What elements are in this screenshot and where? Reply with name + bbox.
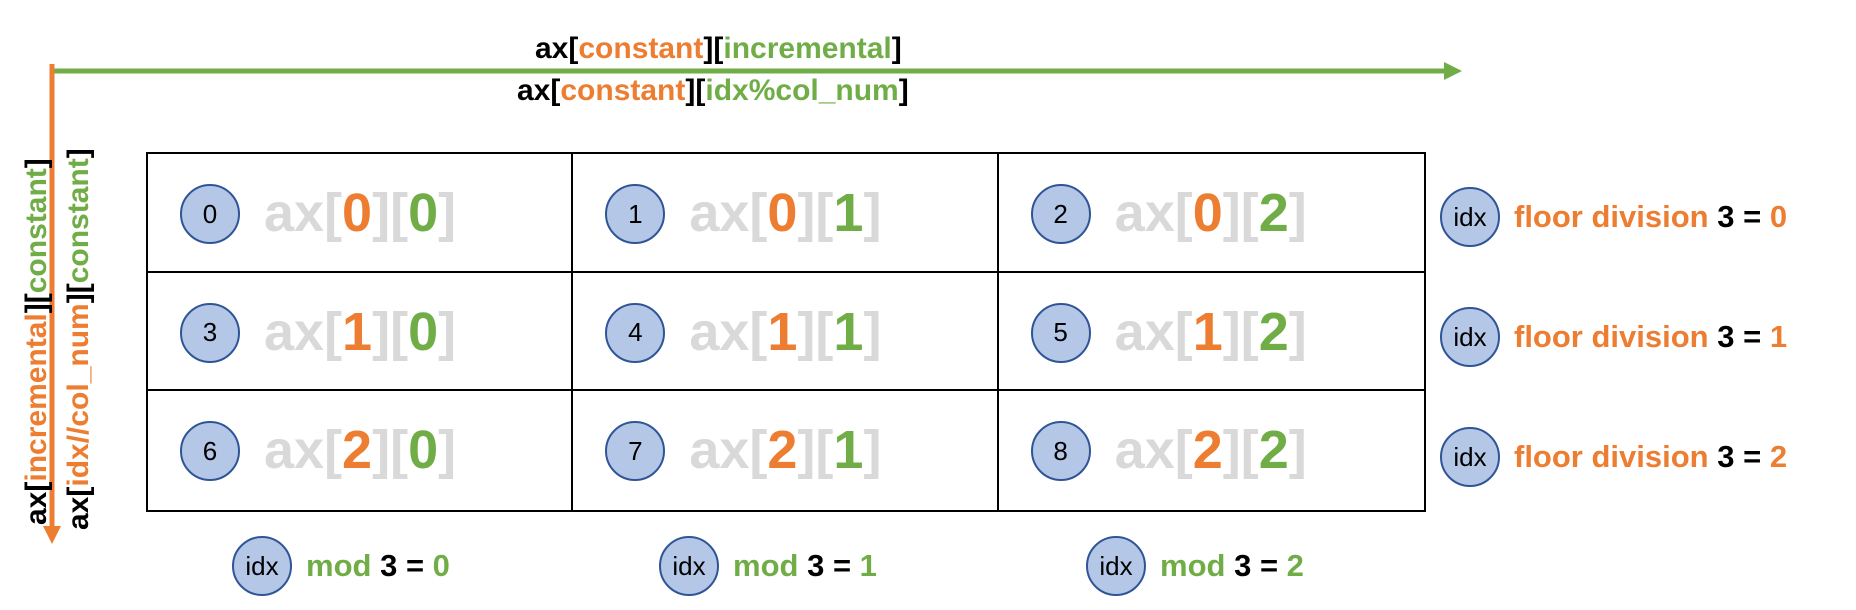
ax-index-label: ax[0][1] <box>689 183 882 243</box>
idx-circle: 4 <box>605 302 666 363</box>
idx-circle: idx <box>232 536 292 596</box>
idx-circle: idx <box>659 536 719 596</box>
left-axis-label-2: ax[idx//col_num][constant] <box>62 148 95 530</box>
idx-circle: 1 <box>605 184 666 244</box>
left-axis-label-1: ax[incremental][constant] <box>20 158 53 525</box>
left-axis-arrow <box>43 64 61 544</box>
ax-index-label: ax[2][2] <box>1114 420 1307 481</box>
grid-cell-7: 7 ax[2][1] <box>573 391 999 510</box>
idx-circle: idx <box>1440 307 1500 367</box>
col-label-mod-0: idx mod 3 = 0 <box>232 536 450 596</box>
grid-cell-0: 0 ax[0][0] <box>148 154 574 273</box>
top-axis-label-1: ax[constant][incremental] <box>535 32 902 65</box>
idx-circle: 6 <box>180 421 240 482</box>
grid-cell-5: 5 ax[1][2] <box>998 273 1424 392</box>
row-label-floor-division-0: idx floor division 3 = 0 <box>1440 187 1787 247</box>
col-label-mod-2: idx mod 3 = 2 <box>1086 536 1304 596</box>
idx-circle: 7 <box>605 421 666 482</box>
ax-index-label: ax[2][0] <box>264 420 457 481</box>
grid-cell-8: 8 ax[2][2] <box>999 391 1424 510</box>
ax-index-label: ax[0][0] <box>264 183 457 243</box>
subplot-grid: 0 ax[0][0] 1 ax[0][1] 2 ax[0][2] 3 ax[1]… <box>146 152 1426 512</box>
ax-index-label: ax[1][0] <box>264 301 457 362</box>
top-axis-arrow <box>52 62 1462 80</box>
idx-circle: 3 <box>180 302 240 363</box>
row-label-floor-division-2: idx floor division 3 = 2 <box>1440 427 1787 487</box>
idx-circle: idx <box>1440 427 1500 487</box>
grid-cell-2: 2 ax[0][2] <box>998 154 1424 273</box>
ax-index-label: ax[1][2] <box>1114 301 1307 362</box>
grid-cell-4: 4 ax[1][1] <box>573 272 999 392</box>
ax-index-label: ax[1][1] <box>689 301 882 362</box>
grid-cell-6: 6 ax[2][0] <box>148 391 574 510</box>
ax-index-label: ax[0][2] <box>1114 183 1307 243</box>
idx-circle: idx <box>1086 536 1146 596</box>
row-label-floor-division-1: idx floor division 3 = 1 <box>1440 307 1787 367</box>
grid-cell-1: 1 ax[0][1] <box>573 154 999 273</box>
top-axis-label-2: ax[constant][idx%col_num] <box>517 74 909 107</box>
col-label-mod-1: idx mod 3 = 1 <box>659 536 877 596</box>
idx-circle: 5 <box>1030 302 1091 363</box>
ax-index-label: ax[2][1] <box>689 420 882 481</box>
idx-circle: idx <box>1440 187 1500 247</box>
idx-circle: 0 <box>180 184 240 244</box>
grid-cell-3: 3 ax[1][0] <box>148 272 574 392</box>
idx-circle: 8 <box>1030 421 1091 482</box>
idx-circle: 2 <box>1030 184 1091 244</box>
